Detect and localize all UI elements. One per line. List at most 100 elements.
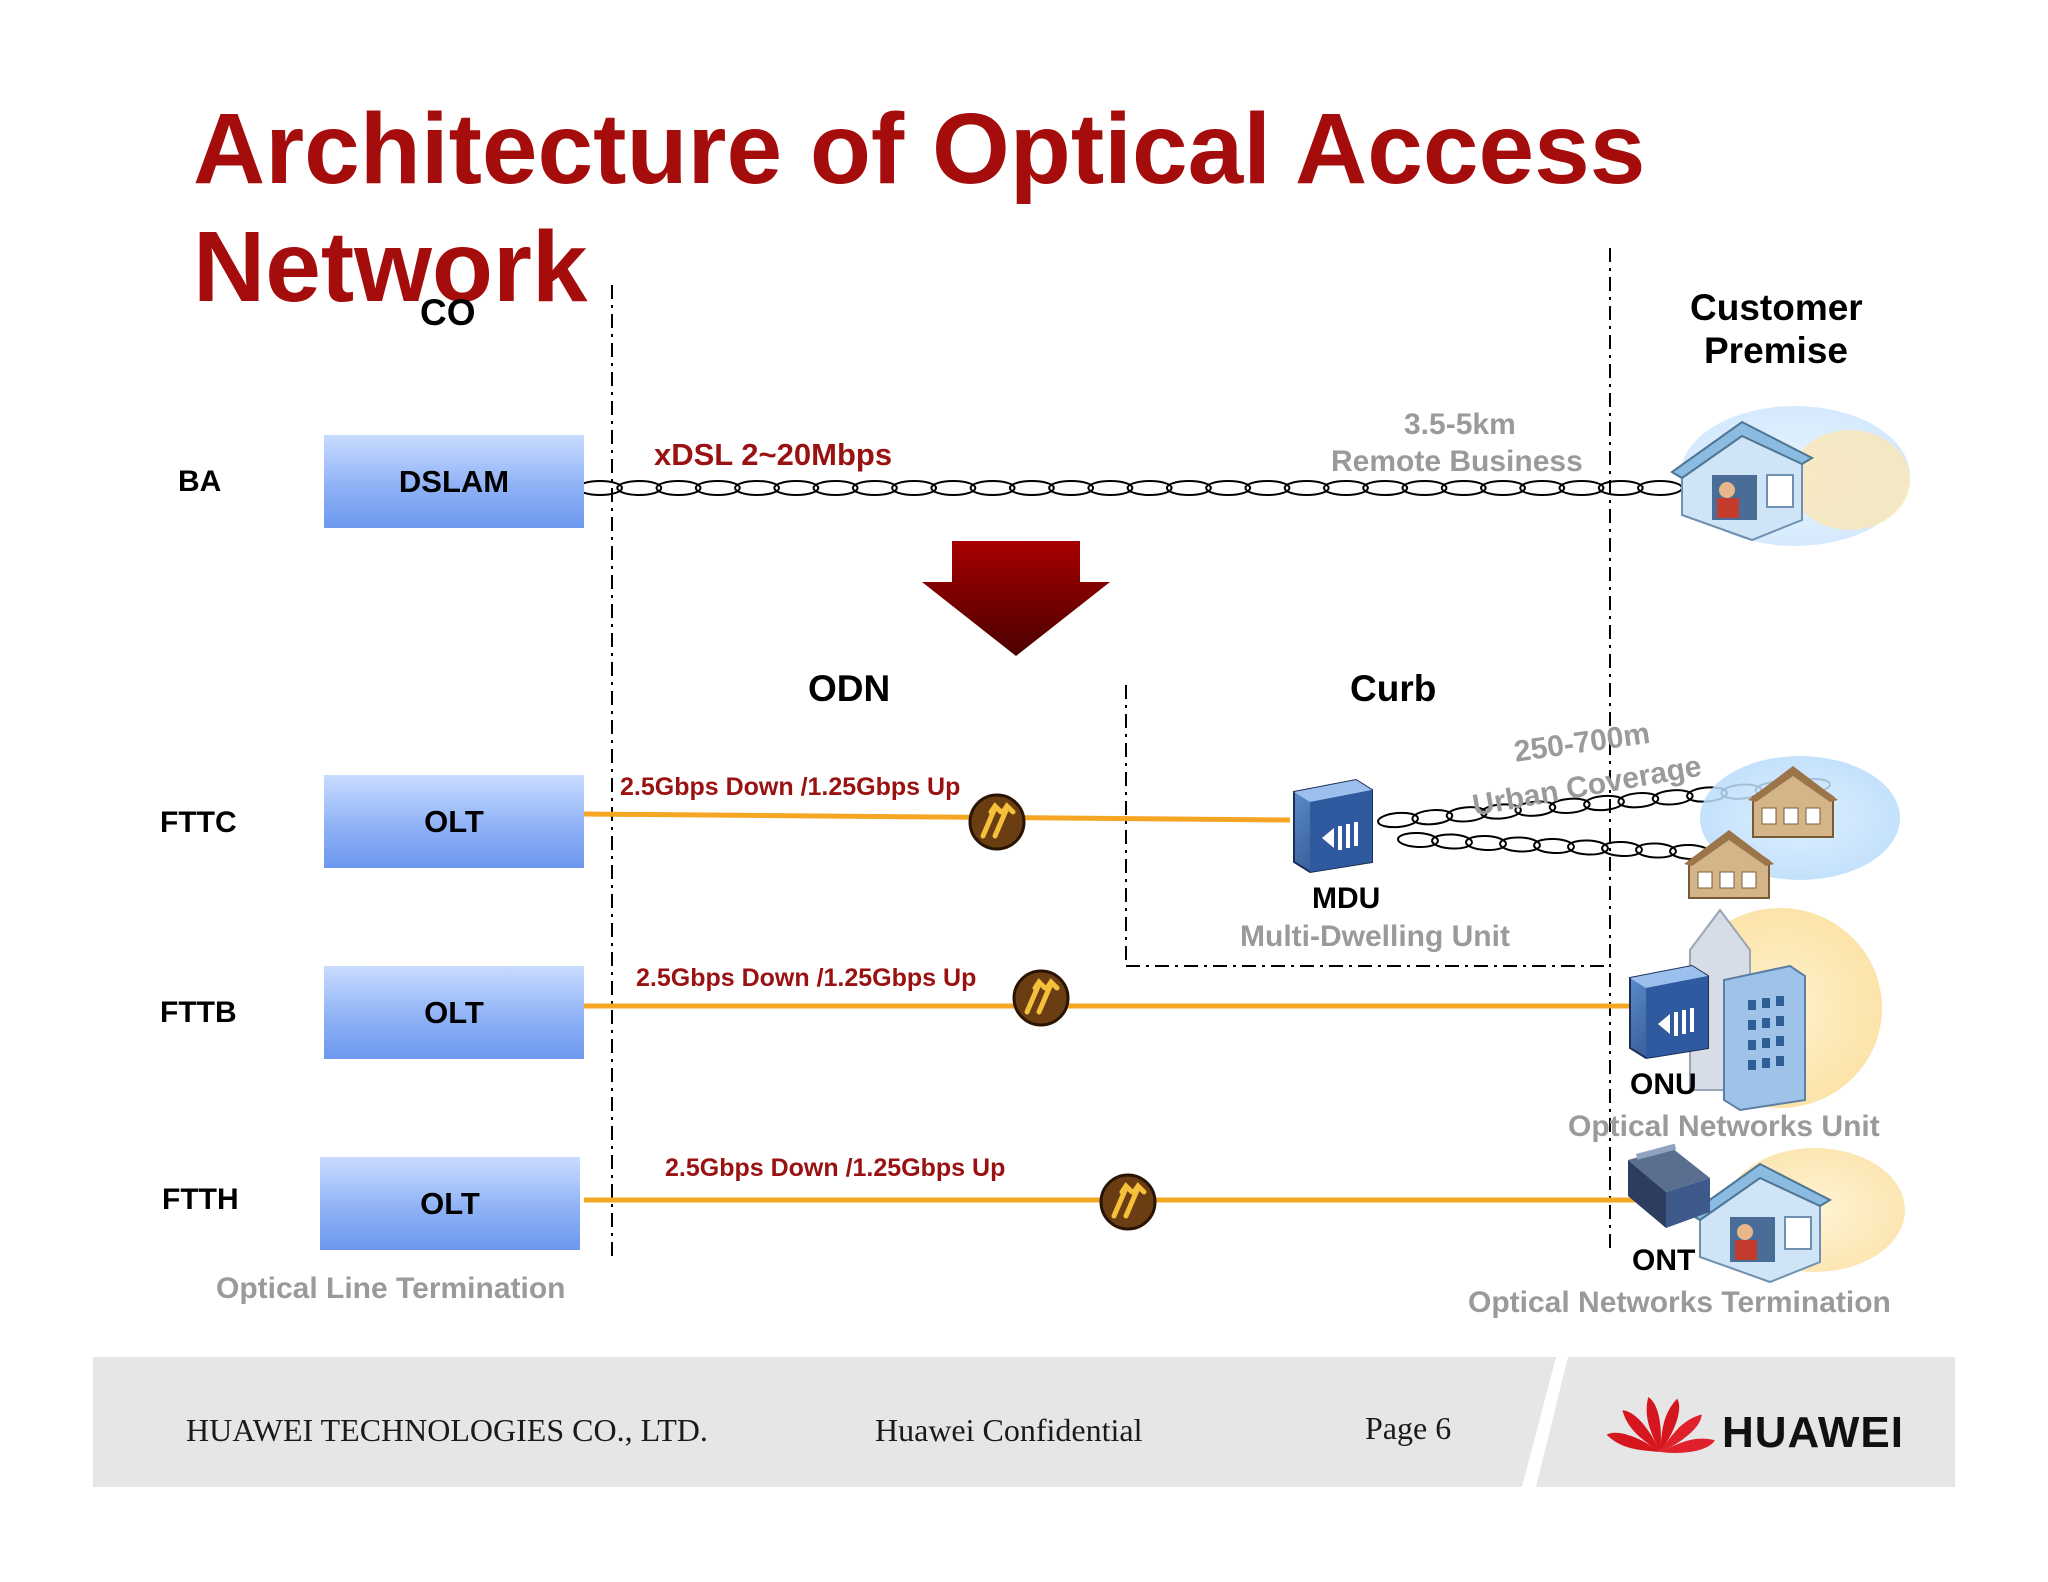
page-title: Architecture of Optical Access Network xyxy=(193,93,1646,323)
copper-twist-segment xyxy=(1008,480,1055,496)
copper-twist-segment xyxy=(1283,480,1330,496)
copper-twist-segment xyxy=(1205,480,1252,496)
dslam-box: DSLAM xyxy=(324,435,584,528)
ont-device-icon xyxy=(1628,1143,1710,1228)
copper-twist-segment xyxy=(1431,833,1473,850)
copper-twist-segment xyxy=(1445,806,1488,823)
house-icon xyxy=(1688,1162,1833,1284)
olt-label: OLT xyxy=(424,994,484,1030)
ftth-speed-label: 2.5Gbps Down /1.25Gbps Up xyxy=(665,1154,1006,1182)
copper-twist-segment xyxy=(1567,839,1609,856)
copper-twist-segment xyxy=(1514,800,1557,817)
copper-twist-segment xyxy=(1244,480,1291,496)
down-arrow-icon xyxy=(922,541,1110,656)
olt-box-fttb: OLT xyxy=(324,966,584,1059)
footer-page-number: Page 6 xyxy=(1365,1410,1452,1446)
zone-co-label: CO xyxy=(420,292,476,333)
copper-twist-segment xyxy=(577,480,623,496)
ont-desc: Optical Networks Termination xyxy=(1468,1286,1891,1319)
copper-twist-segment xyxy=(1087,480,1134,496)
copper-twist-segment xyxy=(734,480,781,496)
copper-twist-segment xyxy=(969,480,1016,496)
onu-device-icon xyxy=(1629,964,1709,1060)
copper-twist-segment xyxy=(1465,834,1507,852)
copper-twist-segment xyxy=(773,480,820,496)
onu-label: ONU xyxy=(1630,1068,1697,1101)
footer-company: HUAWEI TECHNOLOGIES CO., LTD. xyxy=(186,1412,708,1448)
remote-desc: Remote Business xyxy=(1331,445,1583,478)
copper-twist-segment xyxy=(1651,789,1694,806)
urban-copper-lines xyxy=(1377,777,1831,861)
olt-label: OLT xyxy=(424,803,484,839)
row-label-ba: BA xyxy=(178,465,222,498)
footer-logo-band xyxy=(1536,1357,1955,1487)
copper-twist-segment xyxy=(1411,808,1454,826)
dslam-label: DSLAM xyxy=(398,463,510,499)
optical-splitter-icon xyxy=(1099,1173,1157,1231)
optical-splitter-icon xyxy=(1012,969,1070,1027)
fttb-speed-label: 2.5Gbps Down /1.25Gbps Up xyxy=(636,964,977,992)
footer-logo-text: HUAWEI xyxy=(1722,1408,1904,1457)
copper-twist-segment xyxy=(1322,480,1369,496)
row-label-fttc: FTTC xyxy=(160,806,237,839)
copper-twist-segment xyxy=(1377,811,1419,829)
copper-twist-segment xyxy=(1440,480,1487,496)
copper-twist-segment xyxy=(655,480,702,496)
copper-twist-segment xyxy=(1362,480,1409,496)
copper-twist-segment xyxy=(1126,480,1173,496)
xdsl-copper-line xyxy=(577,480,1683,496)
copper-twist-segment xyxy=(1479,480,1526,496)
footer-confidential: Huawei Confidential xyxy=(875,1412,1143,1448)
zone-customer-label-2: Premise xyxy=(1704,330,1848,371)
zone-odn-label: ODN xyxy=(808,668,891,709)
onu-desc: Optical Networks Unit xyxy=(1568,1110,1880,1143)
copper-twist-segment xyxy=(1601,840,1643,858)
house-icon xyxy=(1670,420,1815,542)
copper-twist-segment xyxy=(1165,480,1212,496)
copper-twist-segment xyxy=(1635,842,1677,859)
olt-box-ftth: OLT xyxy=(320,1157,580,1250)
copper-twist-segment xyxy=(851,480,898,496)
copper-twist-segment xyxy=(1533,837,1575,855)
copper-twist-segment xyxy=(1048,480,1095,496)
copper-twist-segment xyxy=(694,480,741,496)
house-icon xyxy=(1684,830,1774,899)
copper-twist-segment xyxy=(1401,480,1448,496)
remote-distance: 3.5-5km xyxy=(1404,408,1516,441)
copper-twist-segment xyxy=(1597,480,1644,496)
optical-splitter-icon xyxy=(968,793,1026,851)
copper-twist-segment xyxy=(812,480,859,496)
mdu-desc: Multi-Dwelling Unit xyxy=(1240,920,1510,953)
copper-twist-segment xyxy=(891,480,938,496)
house-icon xyxy=(1748,766,1838,838)
copper-twist-segment xyxy=(616,480,663,496)
fttc-speed-label: 2.5Gbps Down /1.25Gbps Up xyxy=(620,773,961,801)
huawei-petal-logo xyxy=(1606,1397,1715,1453)
copper-twist-segment xyxy=(1548,797,1591,815)
olt-caption: Optical Line Termination xyxy=(216,1272,566,1305)
copper-twist-segment xyxy=(1397,831,1439,849)
mdu-device-icon xyxy=(1293,778,1373,874)
copper-twist-segment xyxy=(1480,803,1522,820)
copper-twist-segment xyxy=(930,480,977,496)
xdsl-speed-label: xDSL 2~20Mbps xyxy=(654,437,893,472)
footer-band xyxy=(93,1357,1556,1487)
copper-twist-segment xyxy=(1519,480,1566,496)
mdu-label: MDU xyxy=(1312,882,1381,915)
olt-label: OLT xyxy=(420,1185,480,1221)
ont-label: ONT xyxy=(1632,1244,1696,1277)
footer-divider xyxy=(1525,1356,1563,1488)
copper-twist-segment xyxy=(1558,480,1605,496)
copper-twist-segment xyxy=(1499,836,1541,853)
copper-twist-segment xyxy=(1617,791,1660,809)
fiber-line-fttc xyxy=(583,811,1291,823)
zone-curb-label: Curb xyxy=(1350,668,1437,709)
house-background xyxy=(1790,430,1910,530)
row-label-ftth: FTTH xyxy=(162,1183,239,1216)
olt-box-fttc: OLT xyxy=(324,775,584,868)
zone-customer-label-1: Customer xyxy=(1690,287,1863,328)
copper-twist-segment xyxy=(1637,480,1683,496)
copper-twist-segment xyxy=(1583,794,1625,812)
row-label-fttb: FTTB xyxy=(160,996,237,1029)
